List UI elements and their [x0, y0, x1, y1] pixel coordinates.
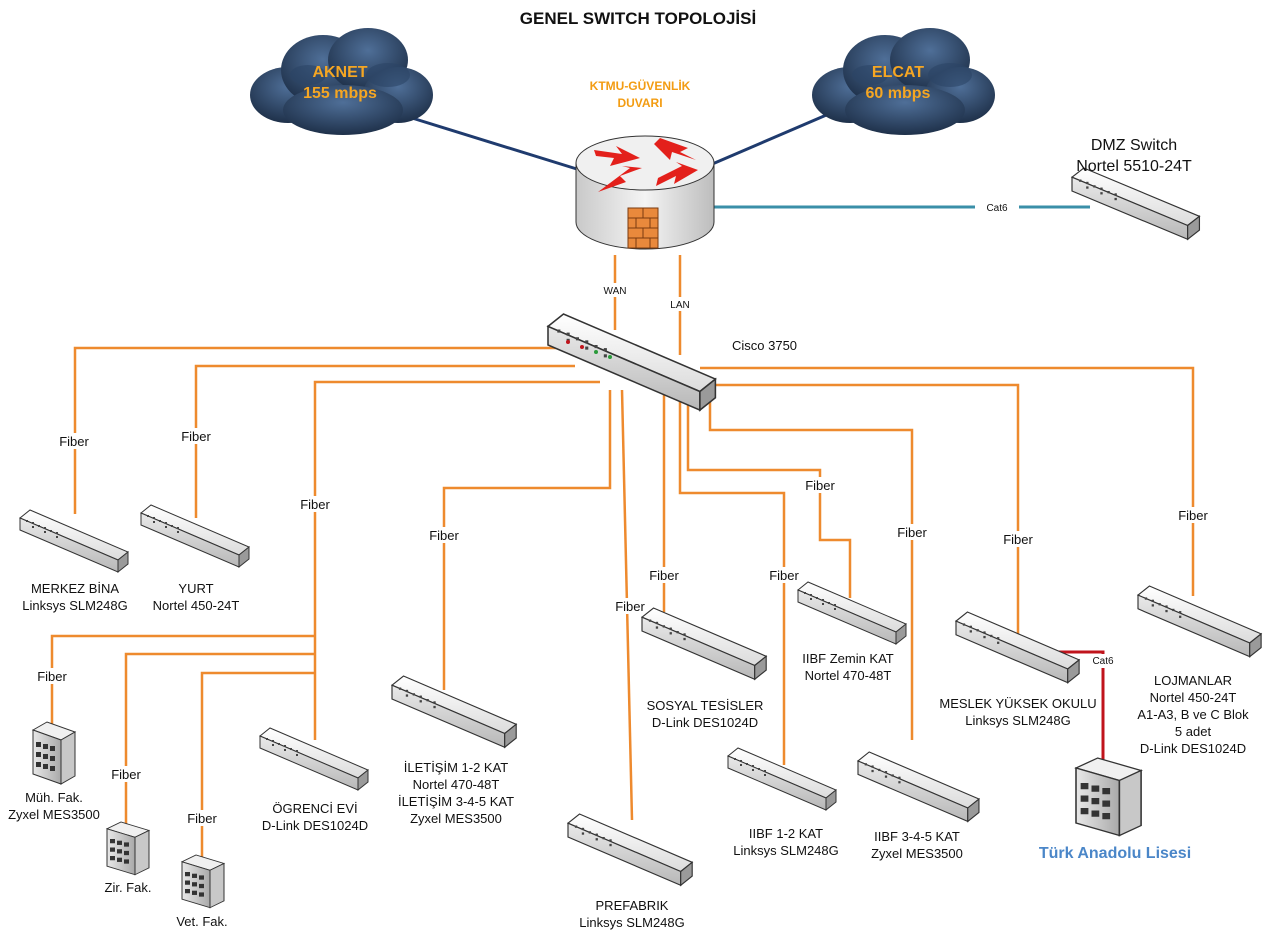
iletisim-line3: İLETİŞİM 3-4-5 KAT [398, 794, 514, 809]
elcat-speed: 60 mbps [866, 85, 931, 102]
switch-icon [1137, 585, 1262, 658]
zir-line1: Zir. Fak. [105, 880, 152, 895]
firewall-label-line2: DUVARI [617, 96, 662, 110]
sosyal-line2: D-Link DES1024D [652, 715, 758, 730]
switch-icon [567, 813, 693, 886]
diagram-title: GENEL SWITCH TOPOLOJİSİ [520, 9, 756, 28]
elcat-name: ELCAT [872, 64, 924, 81]
fiber-label: Fiber [1003, 532, 1033, 547]
ogrenci-line1: ÖGRENCİ EVİ [272, 801, 357, 816]
fiber-label: Fiber [187, 811, 217, 826]
fiber-label: Fiber [300, 497, 330, 512]
building-icon [181, 854, 225, 909]
lojman-line1: LOJMANLAR [1154, 673, 1232, 688]
merkez-line1: MERKEZ BİNA [31, 581, 119, 596]
meslek-line1: MESLEK YÜKSEK OKULU [939, 696, 1096, 711]
dmz-cat6-label: Cat6 [986, 203, 1008, 214]
fiber-label: Fiber [37, 669, 67, 684]
iibfzemin-line1: IIBF Zemin KAT [802, 651, 894, 666]
switch-icon [19, 509, 129, 573]
aknet-speed: 155 mbps [303, 85, 377, 102]
building-icon [32, 721, 76, 785]
merkez-line2: Linksys SLM248G [22, 598, 128, 613]
lojman-line3: A1-A3, B ve C Blok [1137, 707, 1249, 722]
dmz-label-line2: Nortel 5510-24T [1076, 158, 1192, 175]
switch-icon [857, 751, 980, 823]
iibfzemin-line2: Nortel 470-48T [805, 668, 892, 683]
switch-icon [1071, 167, 1201, 240]
iletisim-line1: İLETİŞİM 1-2 KAT [404, 760, 509, 775]
iletisim-line2: Nortel 470-48T [413, 777, 500, 792]
fiber-label: Fiber [769, 568, 799, 583]
lise-cat6-link [1050, 650, 1105, 765]
switch-icon [391, 675, 517, 748]
building-icon [1075, 757, 1142, 837]
prefabrik-line1: PREFABRIK [596, 898, 669, 913]
aknet-name: AKNET [312, 64, 367, 81]
iibf12-line2: Linksys SLM248G [733, 843, 839, 858]
fiber-label: Fiber [59, 434, 89, 449]
ogrenci-line2: D-Link DES1024D [262, 818, 368, 833]
fiber-label: Fiber [615, 599, 645, 614]
vet-line1: Vet. Fak. [176, 914, 227, 929]
dmz-label-line1: DMZ Switch [1091, 137, 1177, 154]
yurt-line1: YURT [178, 581, 213, 596]
building-icon [106, 821, 150, 876]
wan-label: WAN [604, 286, 627, 297]
lojman-line5: D-Link DES1024D [1140, 741, 1246, 756]
switch-icon [727, 747, 837, 811]
fiber-label: Fiber [429, 528, 459, 543]
core-label: Cisco 3750 [732, 338, 797, 353]
iletisim-line4: Zyxel MES3500 [410, 811, 502, 826]
switch-icon [641, 607, 767, 680]
lojman-line4: 5 adet [1175, 724, 1212, 739]
aknet-link [411, 116, 581, 172]
firewall-router-icon [575, 135, 715, 250]
core-switch-icon [547, 313, 717, 411]
fiber-label: Fiber [1178, 508, 1208, 523]
lan-label: LAN [670, 300, 689, 311]
prefabrik-line2: Linksys SLM248G [579, 915, 685, 930]
lise-label: Türk Anadolu Lisesi [1039, 845, 1191, 862]
iibf12-line1: IIBF 1-2 KAT [749, 826, 823, 841]
meslek-line2: Linksys SLM248G [965, 713, 1071, 728]
iibf345-line1: IIBF 3-4-5 KAT [874, 829, 960, 844]
elcat-link [709, 108, 839, 167]
muh-line1: Müh. Fak. [25, 790, 83, 805]
lise-cat6-label: Cat6 [1092, 656, 1114, 667]
core-switch-leds [566, 340, 612, 359]
fiber-label: Fiber [649, 568, 679, 583]
fiber-label: Fiber [111, 767, 141, 782]
muh-line2: Zyxel MES3500 [8, 807, 100, 822]
fiber-label: Fiber [897, 525, 927, 540]
cloud-icon [812, 28, 995, 135]
switch-icon [797, 581, 907, 645]
fiber-label: Fiber [181, 429, 211, 444]
fiber-label: Fiber [805, 478, 835, 493]
fiber-labels: Fiber Fiber Fiber Fiber Fiber Fiber Fibe… [30, 428, 1215, 826]
yurt-line2: Nortel 450-24T [153, 598, 240, 613]
lojman-line2: Nortel 450-24T [1150, 690, 1237, 705]
cloud-icon [250, 28, 433, 135]
sosyal-line1: SOSYAL TESİSLER [647, 698, 764, 713]
iibf345-line2: Zyxel MES3500 [871, 846, 963, 861]
firewall-label-line1: KTMU-GÜVENLİK [590, 78, 691, 93]
